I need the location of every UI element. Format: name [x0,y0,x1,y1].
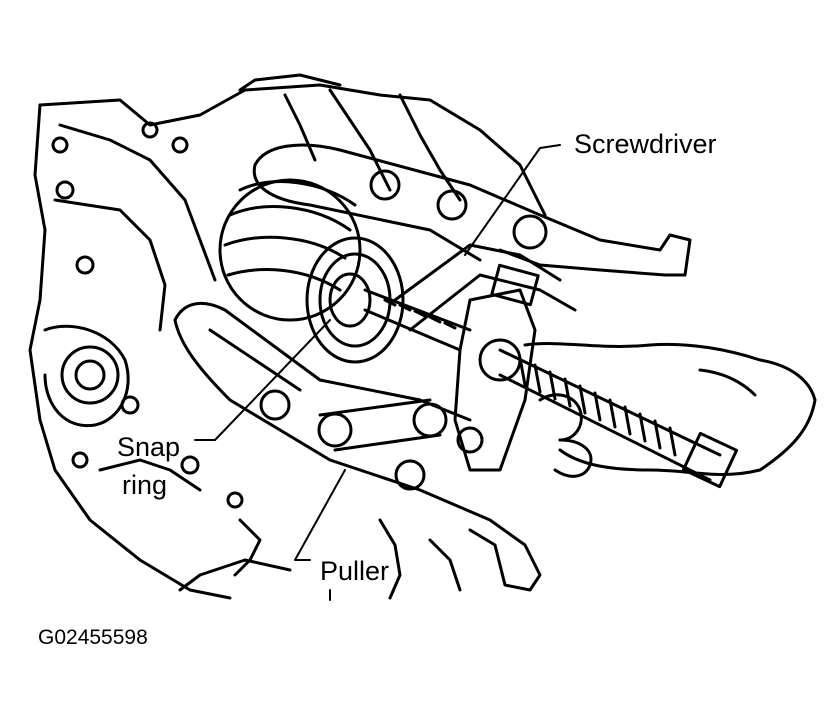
figure-id: G02455598 [38,626,148,649]
snap-ring-label-line1: Snap [117,432,181,462]
upper-puller-jaw [252,143,692,277]
leader-lines [194,144,561,601]
transmission-case [28,73,547,600]
boot-and-shaft [218,178,472,364]
lower-puller-jaw [173,301,542,592]
puller-body [453,288,739,489]
snap-ring-label-line2: ring [122,470,168,500]
hand [523,342,817,478]
puller-label: Puller [320,556,390,586]
screwdriver-label: Screwdriver [574,129,717,159]
screwdriver-tool [393,243,577,332]
